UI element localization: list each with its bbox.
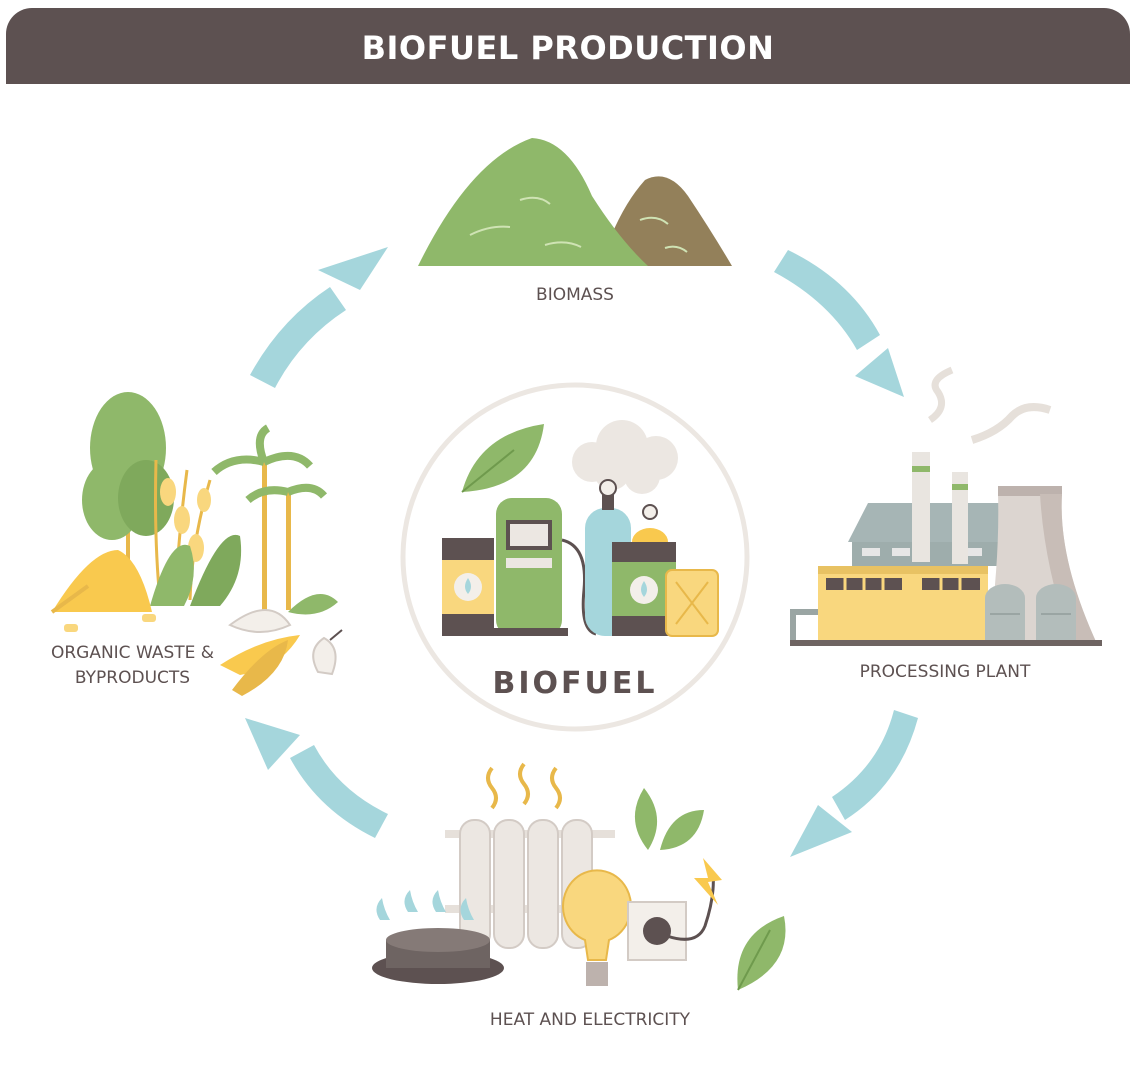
arrow-plant-to-heat (790, 710, 918, 857)
fuel-station-icon (442, 420, 719, 637)
factory-icon (790, 366, 1102, 646)
cycle-arrows (245, 247, 918, 857)
arrow-waste-to-biomass (250, 247, 388, 388)
stage-label-biomass: BIOMASS (536, 285, 614, 305)
radiator-bulb-icon (372, 762, 786, 991)
page-title: BIOFUEL PRODUCTION (361, 29, 775, 67)
center-label-biofuel: BIOFUEL (492, 666, 658, 701)
arrow-heat-to-waste (245, 718, 388, 838)
stage-label-processing-plant: PROCESSING PLANT (859, 662, 1031, 682)
arrow-biomass-to-plant (774, 250, 904, 397)
title-banner: BIOFUEL PRODUCTION (6, 8, 1130, 84)
organic-waste-icon (50, 392, 343, 696)
biomass-heap-icon (418, 138, 732, 266)
stage-label-organic-waste: ORGANIC WASTE & BYPRODUCTS (50, 643, 215, 688)
stage-label-heat-electricity: HEAT AND ELECTRICITY (489, 1010, 691, 1030)
